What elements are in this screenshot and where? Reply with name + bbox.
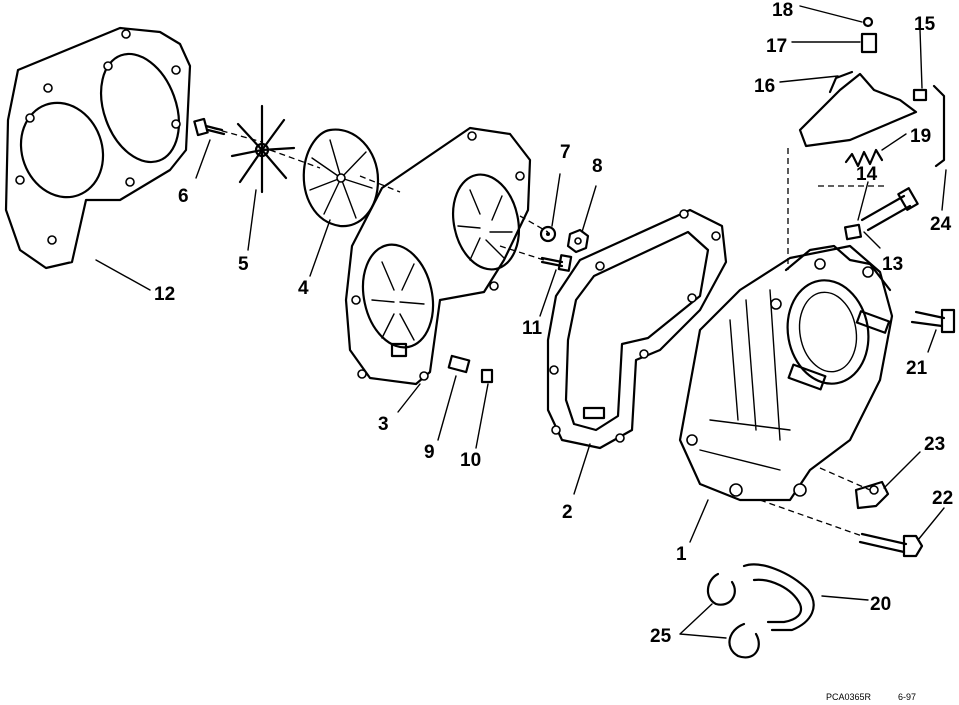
callout-11: 11	[522, 318, 543, 339]
callout-22: 22	[932, 488, 953, 509]
nut-part-14	[843, 223, 863, 241]
callout-16: 16	[754, 76, 775, 97]
spring-part-19	[844, 148, 884, 168]
nut-part-15	[912, 88, 928, 102]
callout-21: 21	[906, 358, 928, 379]
figure-date: 6-97	[898, 692, 916, 702]
callout-3: 3	[378, 414, 389, 435]
impeller-part-5	[230, 104, 296, 194]
gasket-part-2	[546, 208, 728, 450]
clamp-part-25-upper	[706, 572, 736, 606]
callout-23: 23	[924, 434, 945, 455]
washer-part-7	[539, 225, 557, 243]
leader-lines	[95, 5, 947, 639]
gasket-plate-part-12	[4, 26, 192, 270]
bolt-part-21	[910, 308, 956, 334]
pump-plate-part-3	[344, 126, 532, 386]
callout-2: 2	[562, 502, 573, 523]
hose-part-20	[742, 563, 815, 632]
callout-4: 4	[298, 278, 309, 299]
housing-part-1	[678, 244, 894, 502]
rod-part-24	[932, 84, 946, 168]
callout-10: 10	[460, 450, 481, 471]
callout-13: 13	[882, 254, 903, 275]
callout-8: 8	[592, 156, 603, 177]
callout-17: 17	[766, 36, 787, 57]
callout-7: 7	[560, 142, 571, 163]
callout-25: 25	[650, 626, 672, 647]
callout-15: 15	[914, 14, 936, 35]
callout-19: 19	[910, 126, 931, 147]
linkage-part-16	[798, 70, 918, 148]
nut-part-8	[566, 228, 590, 254]
callout-1: 1	[676, 544, 687, 565]
callout-14: 14	[856, 164, 878, 185]
pin-part-17	[860, 32, 878, 54]
pin-part-9	[447, 354, 471, 374]
alignment-lines	[211, 127, 888, 537]
clip-part-18	[862, 16, 874, 28]
callout-6: 6	[178, 186, 189, 207]
callout-labels: 1 2 3 4 5 6 7 8 9 10 11 12 13 14 15 16 1…	[154, 0, 953, 647]
clamp-part-25-lower	[728, 622, 760, 659]
screw-part-11	[540, 254, 573, 272]
callout-9: 9	[424, 442, 435, 463]
figure-footer: PCA0365R 6-97	[826, 692, 916, 702]
bolt-part-13	[860, 187, 919, 232]
screw-part-10	[480, 368, 494, 384]
impeller-cup-part-4	[302, 128, 380, 228]
callout-24: 24	[930, 214, 952, 235]
screw-part-6	[193, 117, 226, 137]
bolt-part-22	[858, 532, 924, 558]
callout-18: 18	[772, 0, 793, 21]
callout-20: 20	[870, 594, 891, 615]
figure-code: PCA0365R	[826, 692, 872, 702]
callout-12: 12	[154, 284, 175, 305]
callout-5: 5	[238, 254, 249, 275]
